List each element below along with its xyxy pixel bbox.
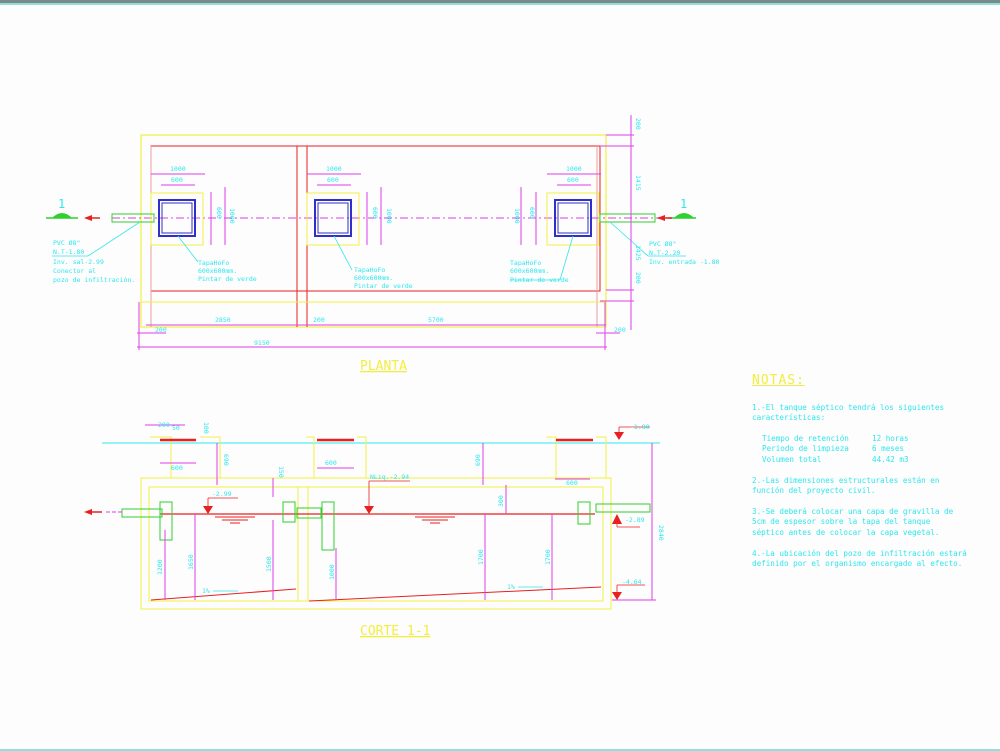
svg-text:600x600mm.: 600x600mm. (510, 267, 549, 275)
svg-text:200: 200 (155, 326, 167, 334)
svg-text:1000: 1000 (566, 165, 582, 173)
section-view: -2.99 NLiq.-2.94 -1.80 -2.89 -4.64 200 5… (84, 421, 665, 639)
svg-text:1000: 1000 (170, 165, 186, 173)
svg-text:9150: 9150 (254, 339, 270, 347)
svg-text:600: 600 (566, 479, 578, 487)
svg-text:TapaHoFo: TapaHoFo (198, 259, 229, 267)
svg-text:Conector al: Conector al (53, 267, 96, 275)
svg-text:200: 200 (313, 316, 325, 324)
svg-text:1: 1 (680, 197, 687, 211)
svg-text:200: 200 (634, 118, 642, 130)
svg-text:600: 600 (171, 464, 183, 472)
svg-text:TapaHoFo: TapaHoFo (510, 259, 541, 267)
plan-view: 1000 600 1000 600 1000 600 600 1000 600 100… (46, 115, 720, 374)
notes-heading: NOTAS: (752, 373, 805, 388)
svg-text:N.T-2.20: N.T-2.20 (649, 249, 680, 257)
svg-text:Pintar de verde: Pintar de verde (510, 276, 569, 284)
svg-text:600: 600 (215, 207, 223, 219)
svg-text:50: 50 (172, 424, 180, 432)
svg-text:1500: 1500 (265, 556, 273, 572)
svg-text:600: 600 (567, 176, 579, 184)
svg-text:600: 600 (171, 176, 183, 184)
svg-text:-2.89: -2.89 (625, 516, 645, 524)
note-2: 2.-Las dimensiones estructurales están e… (752, 475, 940, 496)
section-title: CORTE 1-1 (360, 624, 430, 639)
svg-text:1200: 1200 (156, 559, 164, 575)
table-row: Volumen total 44.42 m3 (762, 454, 909, 464)
svg-text:690: 690 (222, 454, 230, 466)
svg-text:N.T-1.80: N.T-1.80 (53, 248, 84, 256)
svg-text:200: 200 (634, 272, 642, 284)
note-1: 1.-El tanque séptico tendrá los siguient… (752, 402, 945, 423)
svg-text:-4.64: -4.64 (622, 578, 642, 586)
svg-text:1: 1 (58, 197, 65, 211)
svg-text:1000: 1000 (228, 208, 236, 224)
svg-text:Inv. entrada -1.80: Inv. entrada -1.80 (649, 258, 720, 266)
svg-text:PVC Ø8": PVC Ø8" (649, 240, 676, 248)
note-4: 4.-La ubicación del pozo de infiltración… (752, 548, 967, 569)
svg-text:2850: 2850 (215, 316, 231, 324)
svg-text:-1.80: -1.80 (630, 423, 650, 431)
svg-text:pozo de infiltración.: pozo de infiltración. (53, 276, 135, 284)
svg-text:200: 200 (158, 421, 170, 429)
svg-text:1%: 1% (507, 583, 515, 591)
svg-text:1415: 1415 (634, 175, 642, 191)
svg-text:200: 200 (614, 326, 626, 334)
svg-text:1000: 1000 (513, 208, 521, 224)
window-top-border (0, 0, 1000, 3)
svg-text:Inv. sal-2.99: Inv. sal-2.99 (53, 258, 104, 266)
svg-text:Pintar de verde: Pintar de verde (198, 275, 257, 283)
svg-text:1700: 1700 (477, 549, 485, 565)
svg-text:1700: 1700 (544, 549, 552, 565)
svg-text:1000: 1000 (385, 208, 393, 224)
table-row: Periodo de limpieza 6 meses (762, 444, 905, 454)
svg-text:100: 100 (202, 422, 210, 434)
svg-text:600x600mm.: 600x600mm. (198, 267, 237, 275)
svg-text:NLiq.-2.94: NLiq.-2.94 (370, 473, 409, 481)
svg-text:300: 300 (497, 495, 505, 507)
svg-text:1000: 1000 (328, 564, 336, 580)
svg-text:1000: 1000 (326, 165, 342, 173)
window-top-accent (0, 3, 1000, 5)
svg-text:150: 150 (277, 466, 285, 478)
svg-text:1%: 1% (202, 587, 210, 595)
svg-text:5700: 5700 (428, 316, 444, 324)
svg-text:600x600mm.: 600x600mm. (354, 274, 393, 282)
svg-text:600: 600 (325, 459, 337, 467)
notes-panel: NOTAS: 1.-El tanque séptico tendrá los s… (752, 373, 992, 580)
window-bottom-border (0, 749, 1000, 751)
svg-text:600: 600 (371, 207, 379, 219)
svg-text:PVC Ø8": PVC Ø8" (53, 239, 80, 247)
svg-text:-2.99: -2.99 (212, 490, 232, 498)
svg-text:TapaHoFo: TapaHoFo (354, 266, 385, 274)
plan-title: PLANTA (360, 359, 407, 374)
svg-text:Pintar de verde: Pintar de verde (354, 282, 413, 290)
svg-text:600: 600 (327, 176, 339, 184)
svg-text:690: 690 (474, 454, 482, 466)
note-3: 3.-Se deberá colocar una capa de gravill… (752, 506, 954, 537)
section-marker-right: 1 (657, 197, 696, 221)
svg-text:600: 600 (528, 207, 536, 219)
svg-text:1650: 1650 (187, 554, 195, 570)
svg-text:2840: 2840 (657, 525, 665, 541)
svg-text:1425: 1425 (634, 245, 642, 261)
section-marker-left: 1 (46, 197, 100, 221)
